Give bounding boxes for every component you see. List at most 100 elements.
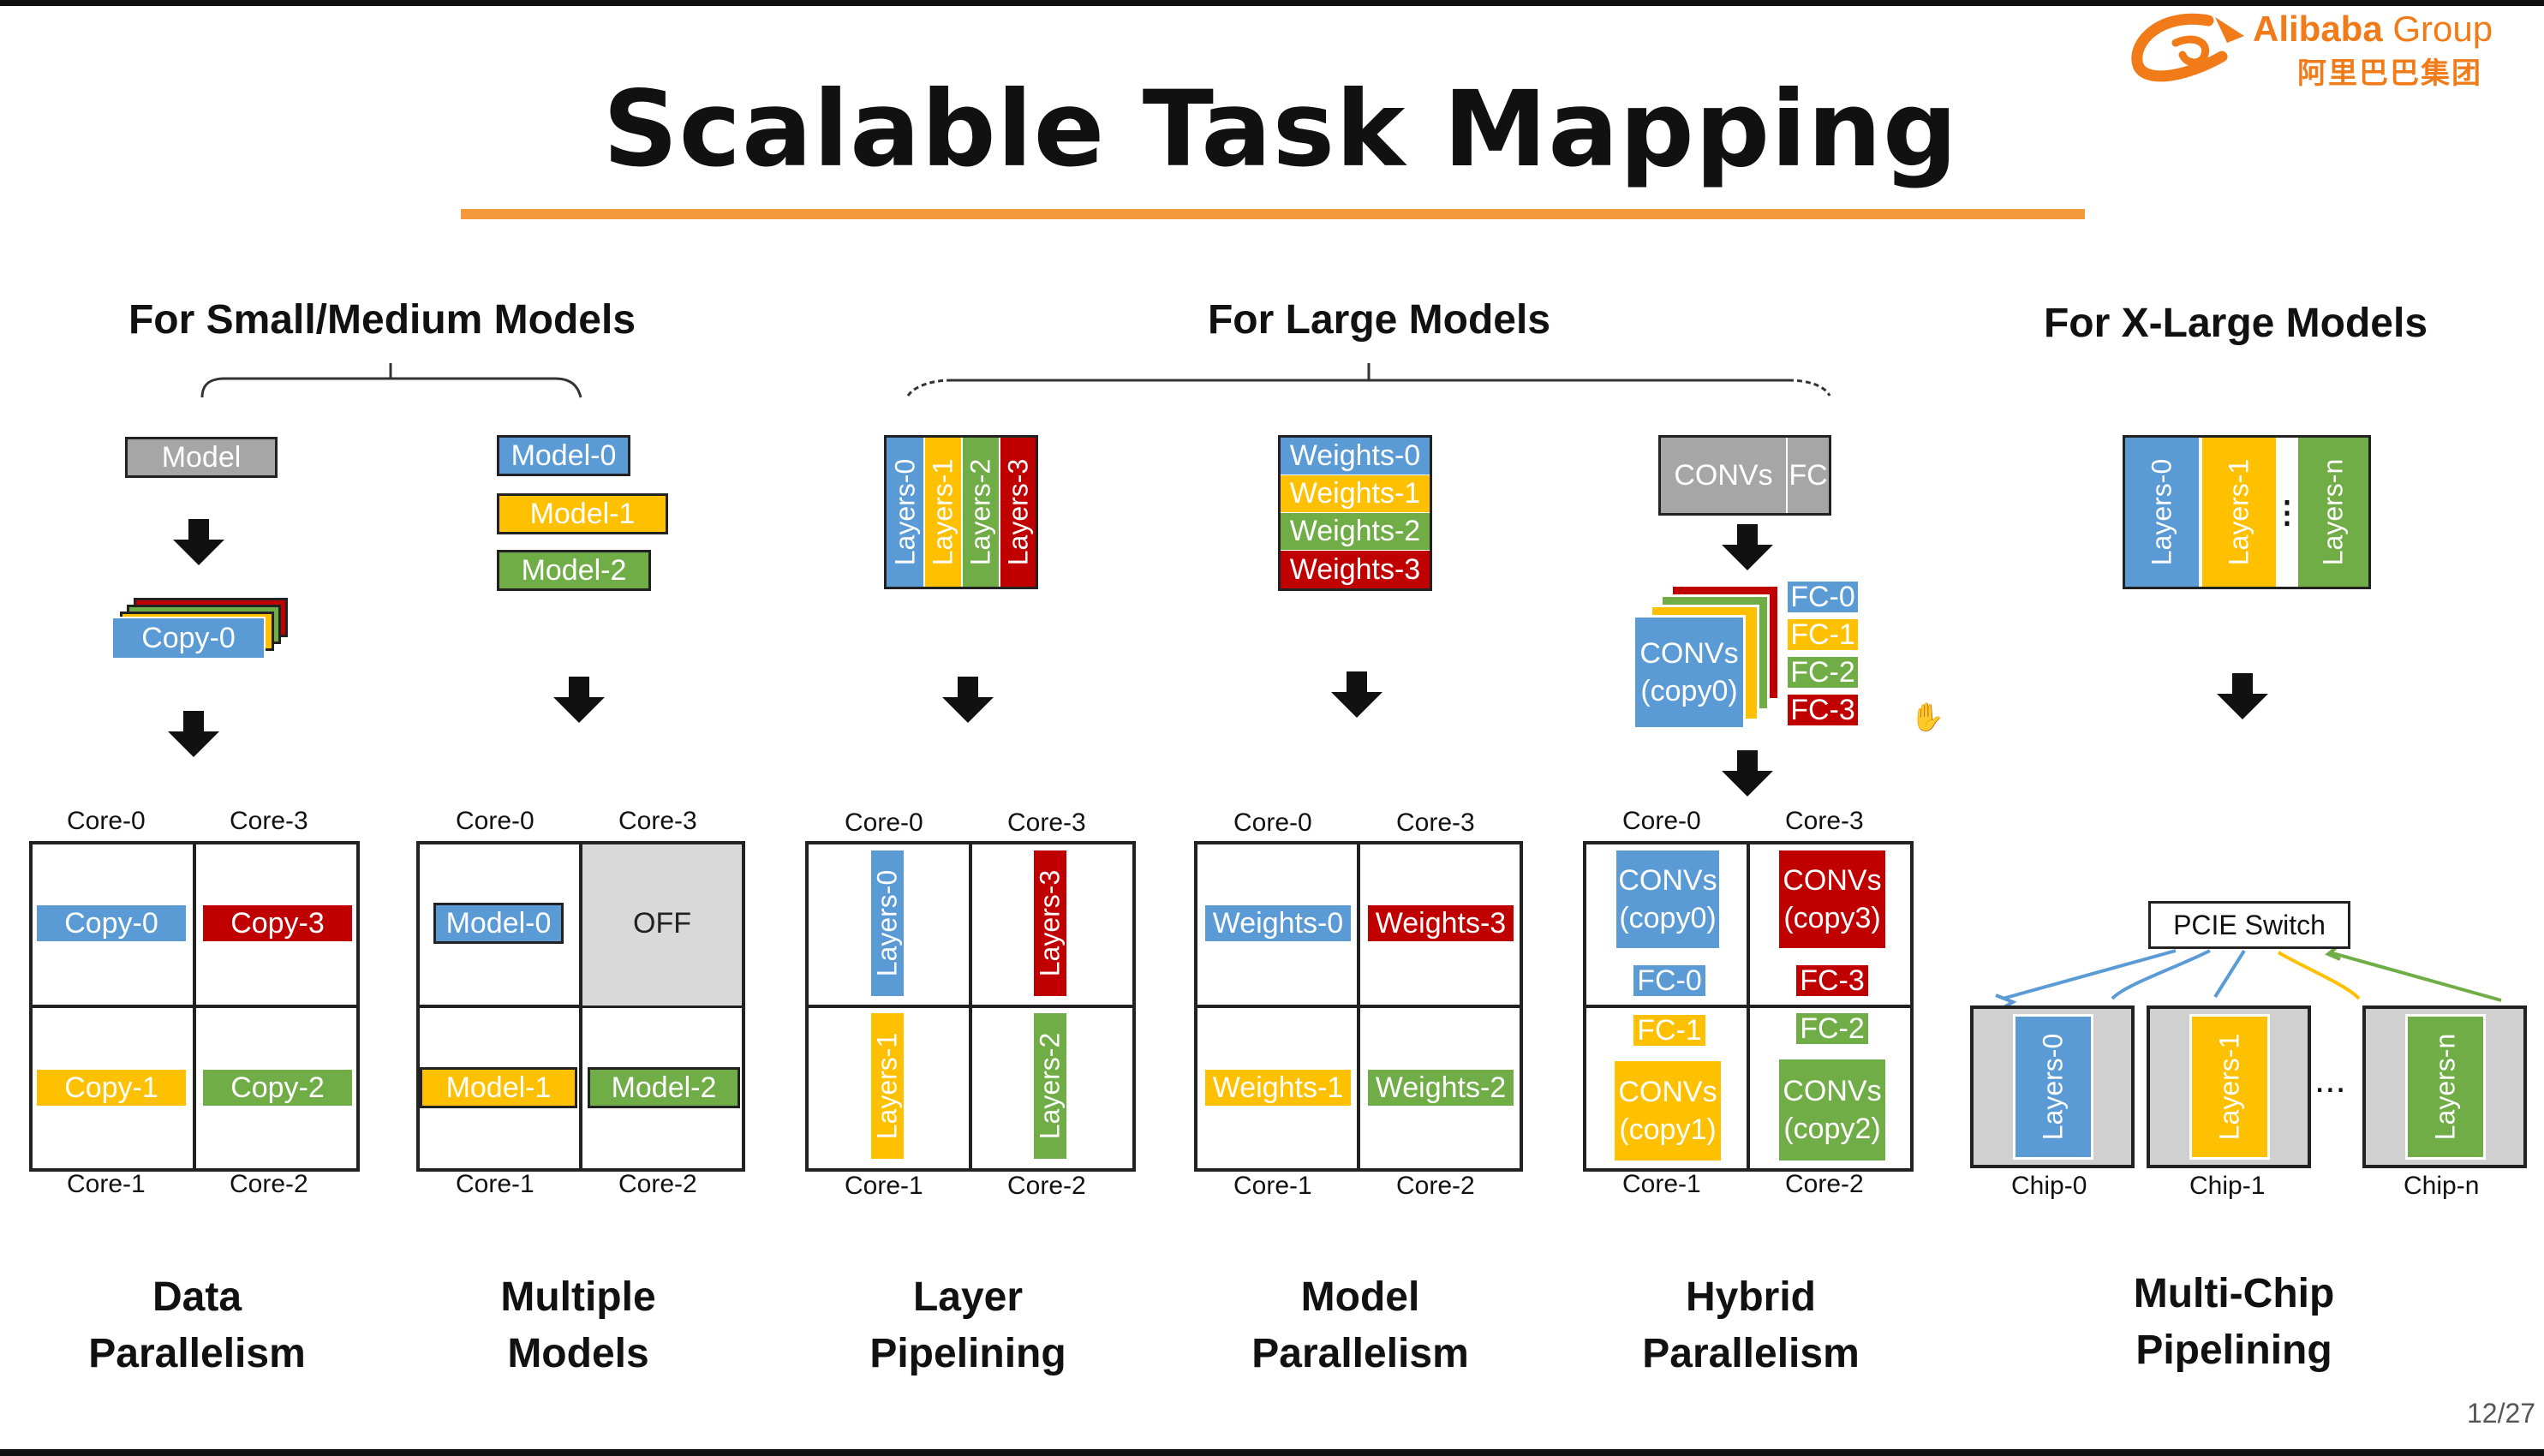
cell-off: OFF bbox=[633, 906, 691, 940]
heading-small-medium: For Small/Medium Models bbox=[128, 297, 636, 343]
chip-label: Chip-1 bbox=[2189, 1172, 2266, 1200]
core-label: Core-0 bbox=[1622, 807, 1701, 835]
layer-ellipsis: ⋮ bbox=[2272, 494, 2302, 529]
top-border bbox=[0, 0, 2544, 6]
page-number: 12/27 bbox=[2467, 1398, 2536, 1429]
cell-copy-2: Copy-2 bbox=[200, 1067, 355, 1108]
cell-copy-3: Copy-3 bbox=[200, 903, 355, 944]
weights-row: Weights-0 bbox=[1281, 438, 1430, 475]
core-label: Core-2 bbox=[1785, 1170, 1864, 1198]
cell-weights-2: Weights-2 bbox=[1365, 1067, 1516, 1108]
multichip-layers-stack: Layers-0 Layers-1 ⋮ Layers-n bbox=[2123, 435, 2371, 589]
cell-weights-3: Weights-3 bbox=[1365, 903, 1516, 944]
chip-1: Layers-1 bbox=[2147, 1005, 2311, 1168]
core-grid bbox=[805, 841, 1136, 1172]
bottom-border bbox=[0, 1449, 2544, 1456]
convs-fc-model: CONVs FC bbox=[1658, 435, 1831, 516]
arrow-down-icon bbox=[173, 519, 224, 565]
cell-fc-3: FC-3 bbox=[1794, 963, 1871, 999]
model-1-box: Model-1 bbox=[497, 493, 668, 534]
pcie-switch: PCIE Switch bbox=[2148, 901, 2350, 949]
fc-0-box: FC-0 bbox=[1785, 579, 1860, 615]
weights-row: Weights-1 bbox=[1281, 475, 1430, 513]
convs-part: CONVs bbox=[1661, 438, 1788, 513]
core-grid bbox=[29, 841, 360, 1172]
arrow-down-icon bbox=[168, 711, 219, 757]
core-grid bbox=[416, 841, 745, 1172]
core-off-region bbox=[582, 844, 742, 1005]
cell-convs-copy0: CONVs(copy0) bbox=[1614, 848, 1722, 951]
arrow-down-icon bbox=[2217, 673, 2268, 719]
core-label: Core-1 bbox=[1233, 1172, 1312, 1200]
core-label: Core-3 bbox=[1007, 809, 1086, 837]
cell-fc-0: FC-0 bbox=[1631, 963, 1708, 999]
heading-large: For Large Models bbox=[1207, 297, 1551, 343]
layer-strip: Layers-2 bbox=[963, 438, 1000, 587]
convs-stack-front: CONVs(copy0) bbox=[1633, 615, 1746, 730]
core-label: Core-0 bbox=[456, 807, 534, 835]
core-label: Core-3 bbox=[230, 807, 308, 835]
slide-title: Scalable Task Mapping bbox=[602, 69, 1959, 190]
cell-copy-1: Copy-1 bbox=[34, 1067, 188, 1108]
core-label: Core-3 bbox=[1785, 807, 1864, 835]
chip-label: Chip-n bbox=[2404, 1172, 2480, 1200]
fc-part: FC bbox=[1789, 458, 1828, 492]
cell-fc-1: FC-1 bbox=[1631, 1012, 1708, 1048]
arrow-down-icon bbox=[1722, 750, 1773, 797]
core-label: Core-3 bbox=[1396, 809, 1475, 837]
core-label: Core-3 bbox=[618, 807, 697, 835]
core-label: Core-2 bbox=[1396, 1172, 1475, 1200]
layer-strip: Layers-n bbox=[2298, 438, 2368, 587]
cell-layers-1: Layers-1 bbox=[869, 1011, 906, 1161]
model-0-box: Model-0 bbox=[497, 435, 630, 476]
cell-layers-2: Layers-2 bbox=[1031, 1011, 1069, 1161]
chip-n: Layers-n bbox=[2362, 1005, 2527, 1168]
cell-weights-1: Weights-1 bbox=[1203, 1067, 1353, 1108]
core-label: Core-2 bbox=[618, 1170, 697, 1198]
core-label: Core-1 bbox=[1622, 1170, 1701, 1198]
weights-row: Weights-2 bbox=[1281, 513, 1430, 551]
layers-stack: Layers-0 Layers-1 Layers-2 Layers-3 bbox=[884, 435, 1038, 589]
layer-strip: Layers-1 bbox=[925, 438, 963, 587]
core-grid bbox=[1583, 841, 1914, 1172]
core-label: Core-2 bbox=[1007, 1172, 1086, 1200]
cell-layers-0: Layers-0 bbox=[869, 848, 906, 999]
cell-model-1: Model-1 bbox=[420, 1067, 577, 1108]
core-grid bbox=[1194, 841, 1523, 1172]
cell-fc-2: FC-2 bbox=[1794, 1011, 1871, 1047]
chip-0: Layers-0 bbox=[1970, 1005, 2135, 1168]
chip-label: Chip-0 bbox=[2011, 1172, 2087, 1200]
weights-row: Weights-3 bbox=[1281, 551, 1430, 588]
alibaba-logo-icon bbox=[2131, 13, 2244, 82]
core-label: Core-0 bbox=[1233, 809, 1312, 837]
brand-name-cn: 阿里巴巴集团 bbox=[2297, 57, 2482, 90]
hand-cursor-icon: ✋ bbox=[1910, 701, 1944, 732]
brand-name: Alibaba Group bbox=[2253, 9, 2493, 49]
cell-layers-3: Layers-3 bbox=[1031, 848, 1069, 999]
title-underline bbox=[461, 209, 2085, 219]
layer-strip: Layers-1 bbox=[2202, 438, 2276, 587]
fc-1-box: FC-1 bbox=[1785, 617, 1860, 653]
core-label: Core-1 bbox=[67, 1170, 146, 1198]
cell-convs-copy2: CONVs(copy2) bbox=[1777, 1057, 1888, 1163]
fc-2-box: FC-2 bbox=[1785, 654, 1860, 690]
core-label: Core-1 bbox=[456, 1170, 534, 1198]
layer-strip: Layers-3 bbox=[1000, 438, 1036, 587]
layer-strip: Layers-0 bbox=[2125, 438, 2199, 587]
arrow-down-icon bbox=[942, 677, 994, 723]
arrow-down-icon bbox=[1722, 524, 1773, 570]
fc-3-box: FC-3 bbox=[1785, 692, 1860, 728]
cell-copy-0: Copy-0 bbox=[34, 903, 188, 944]
core-label: Core-0 bbox=[67, 807, 146, 835]
model-2-box: Model-2 bbox=[497, 550, 651, 591]
arrow-down-icon bbox=[1331, 671, 1382, 718]
layer-strip: Layers-0 bbox=[887, 438, 925, 587]
